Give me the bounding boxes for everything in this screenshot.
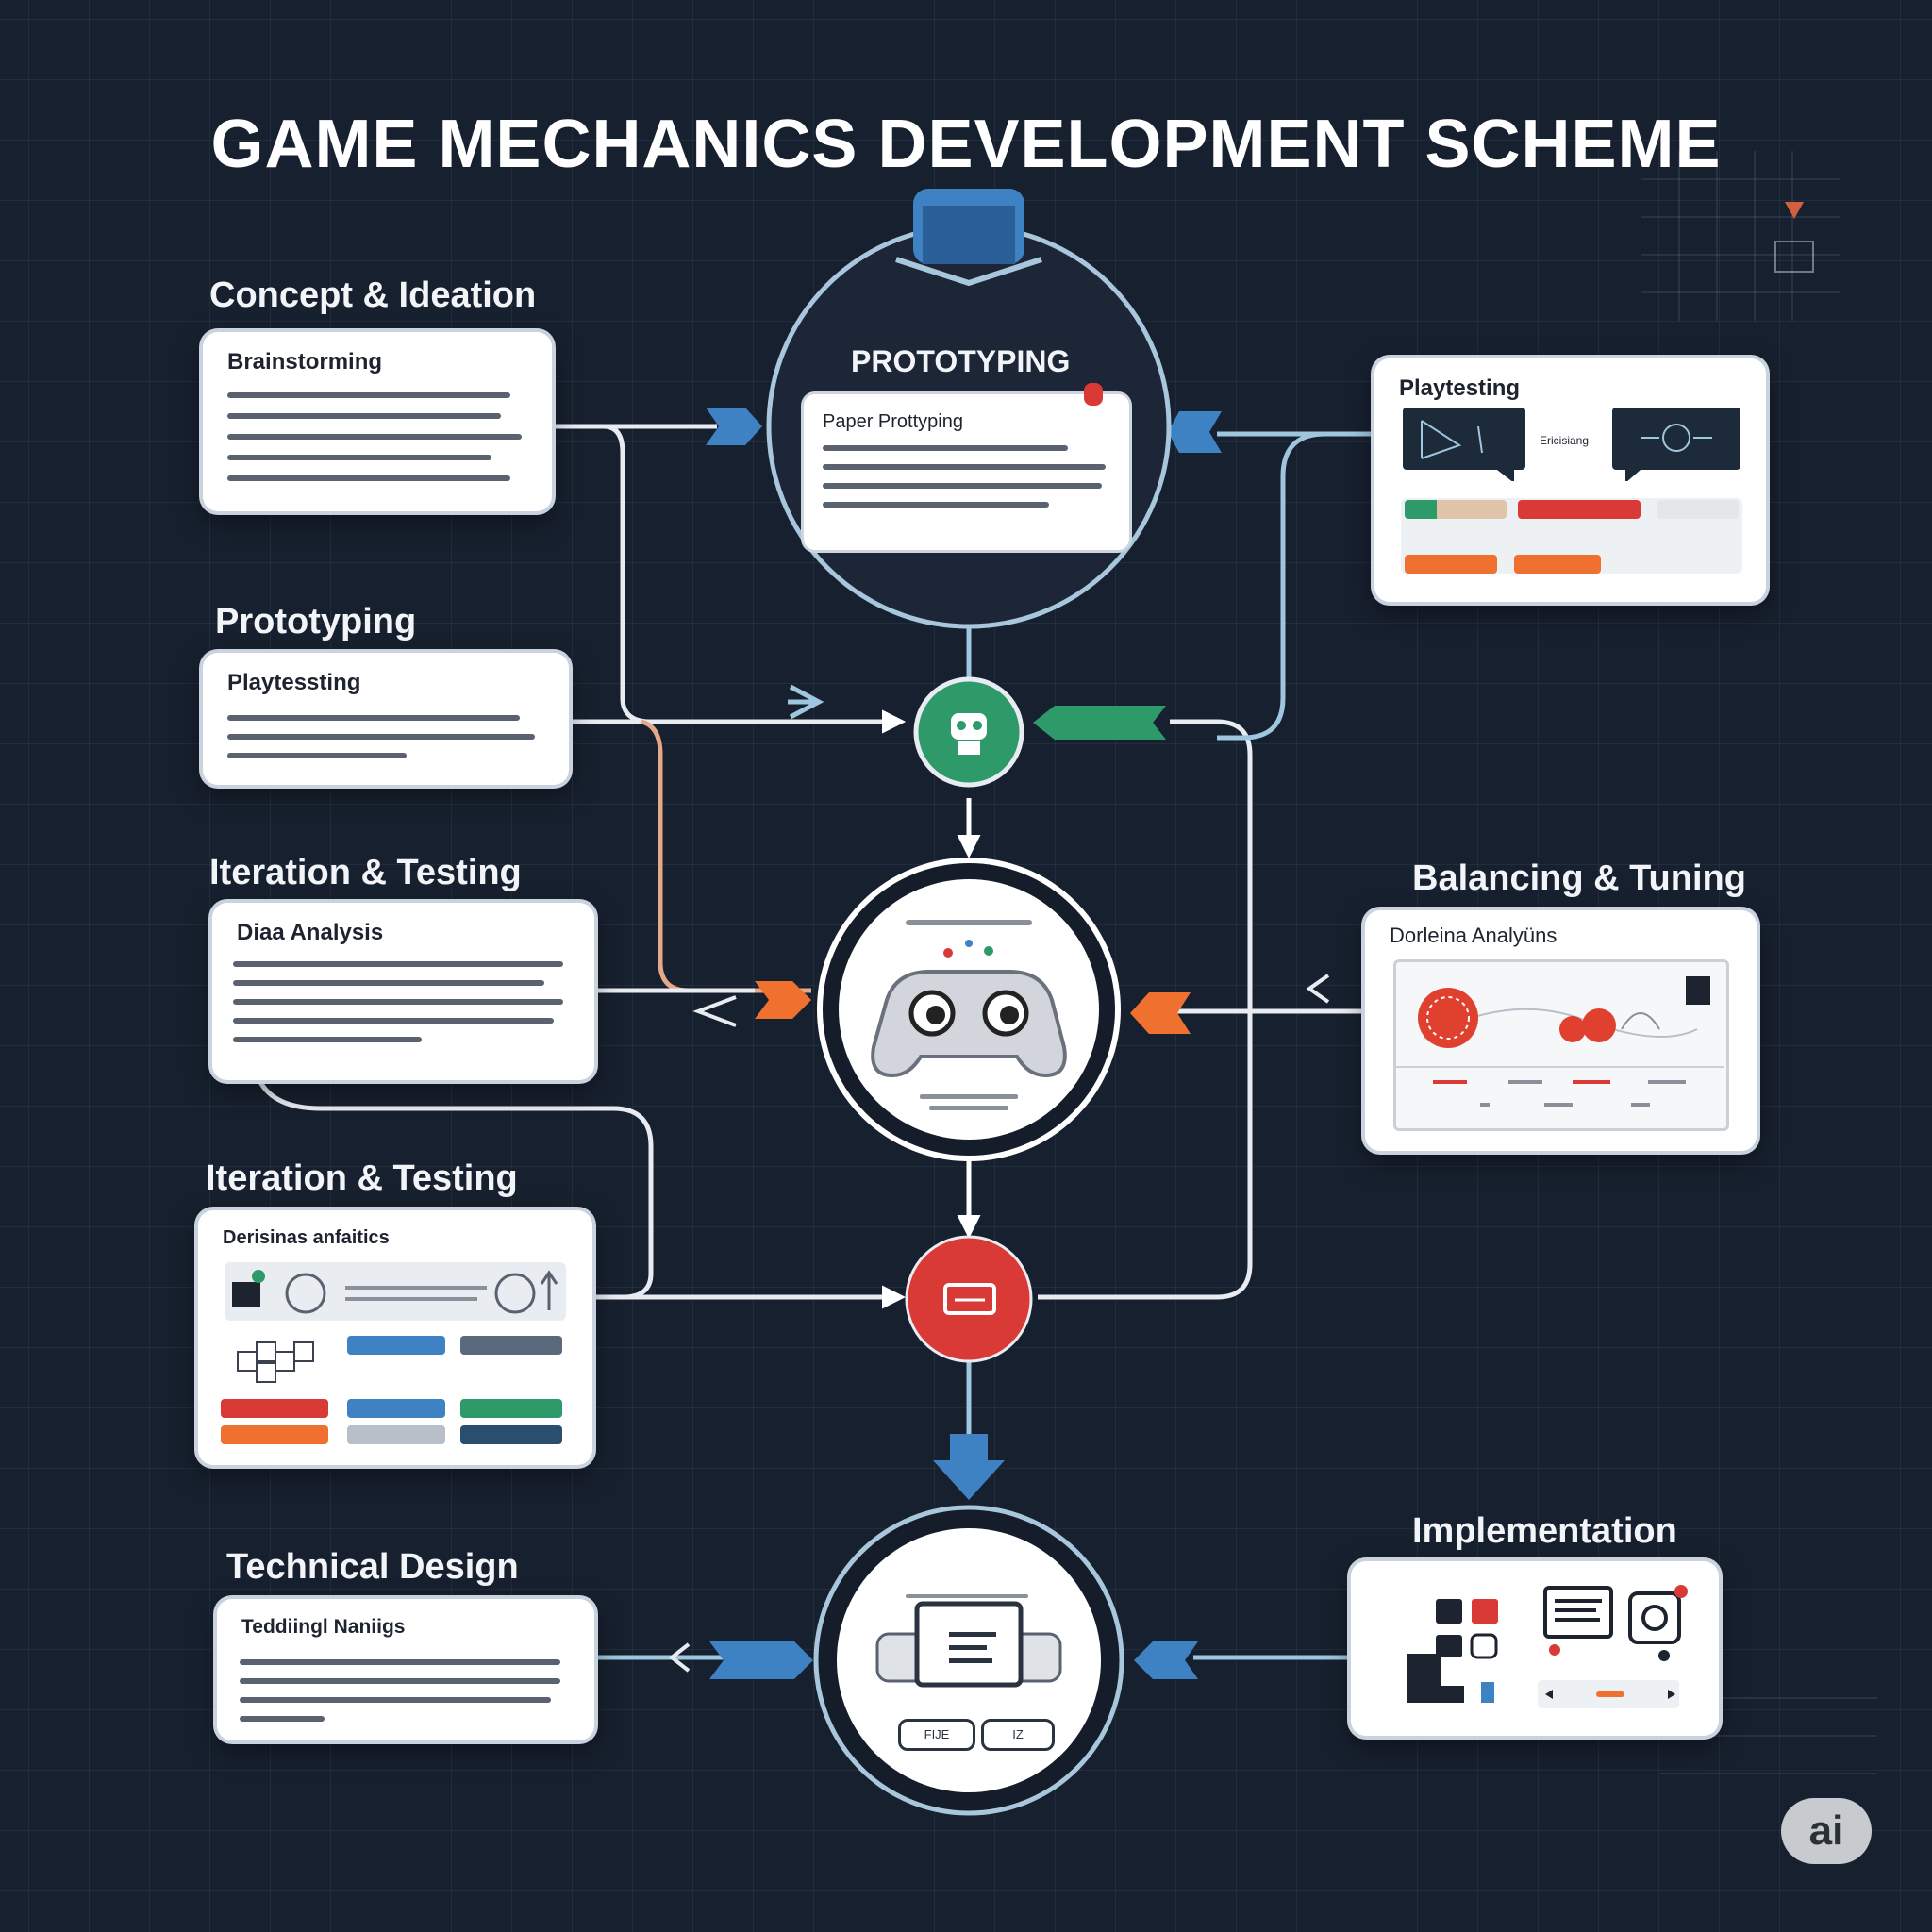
network-icon (237, 1341, 314, 1383)
card-data-analysis-title: Diaa Analysis (237, 920, 384, 945)
tag-green[interactable] (460, 1399, 562, 1418)
tag-orange-1[interactable] (1405, 555, 1497, 574)
placeholder-text-lines (233, 961, 563, 1042)
playtest-screen-1 (1403, 408, 1525, 481)
hub-title: PROTOTYPING (851, 344, 1071, 378)
tag-blue-2[interactable] (347, 1399, 445, 1418)
card-balancing-analysis[interactable]: Dorleina Analyüns (1365, 910, 1757, 1151)
line-playtesting-right-loop (1217, 431, 1373, 741)
card-playtesting-right[interactable]: Playtesting Ericisiang (1374, 358, 1766, 602)
tag-orange[interactable] (221, 1425, 328, 1444)
label-iteration-1: Iteration & Testing (209, 853, 522, 892)
line-orange-curve (641, 719, 811, 993)
chevron-blue-down (933, 1434, 1005, 1500)
tag-red[interactable] (221, 1399, 328, 1418)
chevron-blue-bottom-left (709, 1641, 813, 1679)
card-playtesting-left[interactable]: Playtessting (203, 653, 569, 785)
card-decision-analytics-title: Derisinas anfaitics (223, 1227, 390, 1248)
arrow-small-3 (692, 995, 737, 1027)
chevron-blue-bottom-right (1134, 1641, 1198, 1679)
card-technical-naming-title: Teddiingl Naniigs (242, 1616, 406, 1638)
tag-gray-2[interactable] (347, 1425, 445, 1444)
chevron-orange-left (755, 981, 811, 1019)
line-analysis-down (257, 1078, 654, 1300)
placeholder-text-lines (227, 715, 535, 758)
page-title: GAME MECHANICS DEVELOPMENT SCHEME (210, 107, 1722, 182)
timeline-icons (232, 1270, 558, 1314)
playtest-screen-2 (1612, 408, 1740, 481)
card-brainstorming[interactable]: Brainstorming (203, 332, 552, 511)
tag-red[interactable] (1518, 500, 1641, 519)
card-balancing-analysis-title: Dorleina Analyüns (1390, 924, 1557, 947)
tag-orange-2[interactable] (1514, 555, 1601, 574)
label-prototyping: Prototyping (215, 602, 417, 641)
implementation-widgets (1407, 1585, 1688, 1708)
label-concept: Concept & Ideation (209, 275, 537, 315)
chevron-green (1033, 706, 1166, 740)
ai-badge: ai (1781, 1798, 1872, 1864)
card-paper-prototyping[interactable]: Paper Prottyping (804, 383, 1129, 550)
balancing-chart (1395, 976, 1724, 1107)
tag-blue-1[interactable] (347, 1336, 445, 1355)
tag-green-part (1405, 500, 1437, 519)
tag-navy[interactable] (460, 1425, 562, 1444)
card-implementation[interactable] (1351, 1561, 1719, 1736)
placeholder-text-lines (240, 1659, 560, 1722)
card-playtesting-right-title: Playtesting (1399, 375, 1521, 401)
bottom-button-2[interactable]: IZ (981, 1719, 1055, 1751)
label-implementation: Implementation (1412, 1511, 1677, 1551)
laptop-icon (914, 1601, 1024, 1688)
placeholder-text-lines (823, 445, 1106, 508)
label-technical: Technical Design (226, 1547, 519, 1587)
card-brainstorming-title: Brainstorming (227, 349, 383, 375)
card-technical-naming[interactable]: Teddiingl Naniigs (217, 1599, 594, 1740)
placeholder-text-lines (227, 392, 522, 481)
playtest-side-text: Ericisiang (1540, 434, 1590, 447)
card-decision-analytics[interactable]: Derisinas anfaitics (198, 1210, 592, 1465)
tag-gray-1[interactable] (460, 1336, 562, 1355)
label-balancing: Balancing & Tuning (1412, 858, 1746, 898)
label-iteration-2: Iteration & Testing (206, 1158, 518, 1198)
bottom-button-1[interactable]: FIJE (898, 1719, 975, 1751)
card-data-analysis[interactable]: Diaa Analysis (212, 903, 594, 1080)
card-playtesting-left-title: Playtessting (227, 670, 361, 695)
arrow-small-4 (1306, 974, 1330, 1004)
arrow-small-5 (668, 1642, 691, 1673)
card-paper-prototyping-title: Paper Prottyping (823, 411, 963, 432)
chevron-blue-top-right (1168, 411, 1222, 453)
chevron-orange-right (1130, 992, 1191, 1034)
tag-gray[interactable] (1657, 500, 1739, 519)
bug-icon (1084, 383, 1103, 406)
grid-decoration (1641, 151, 1877, 1774)
chevron-blue-top-left (706, 408, 762, 445)
